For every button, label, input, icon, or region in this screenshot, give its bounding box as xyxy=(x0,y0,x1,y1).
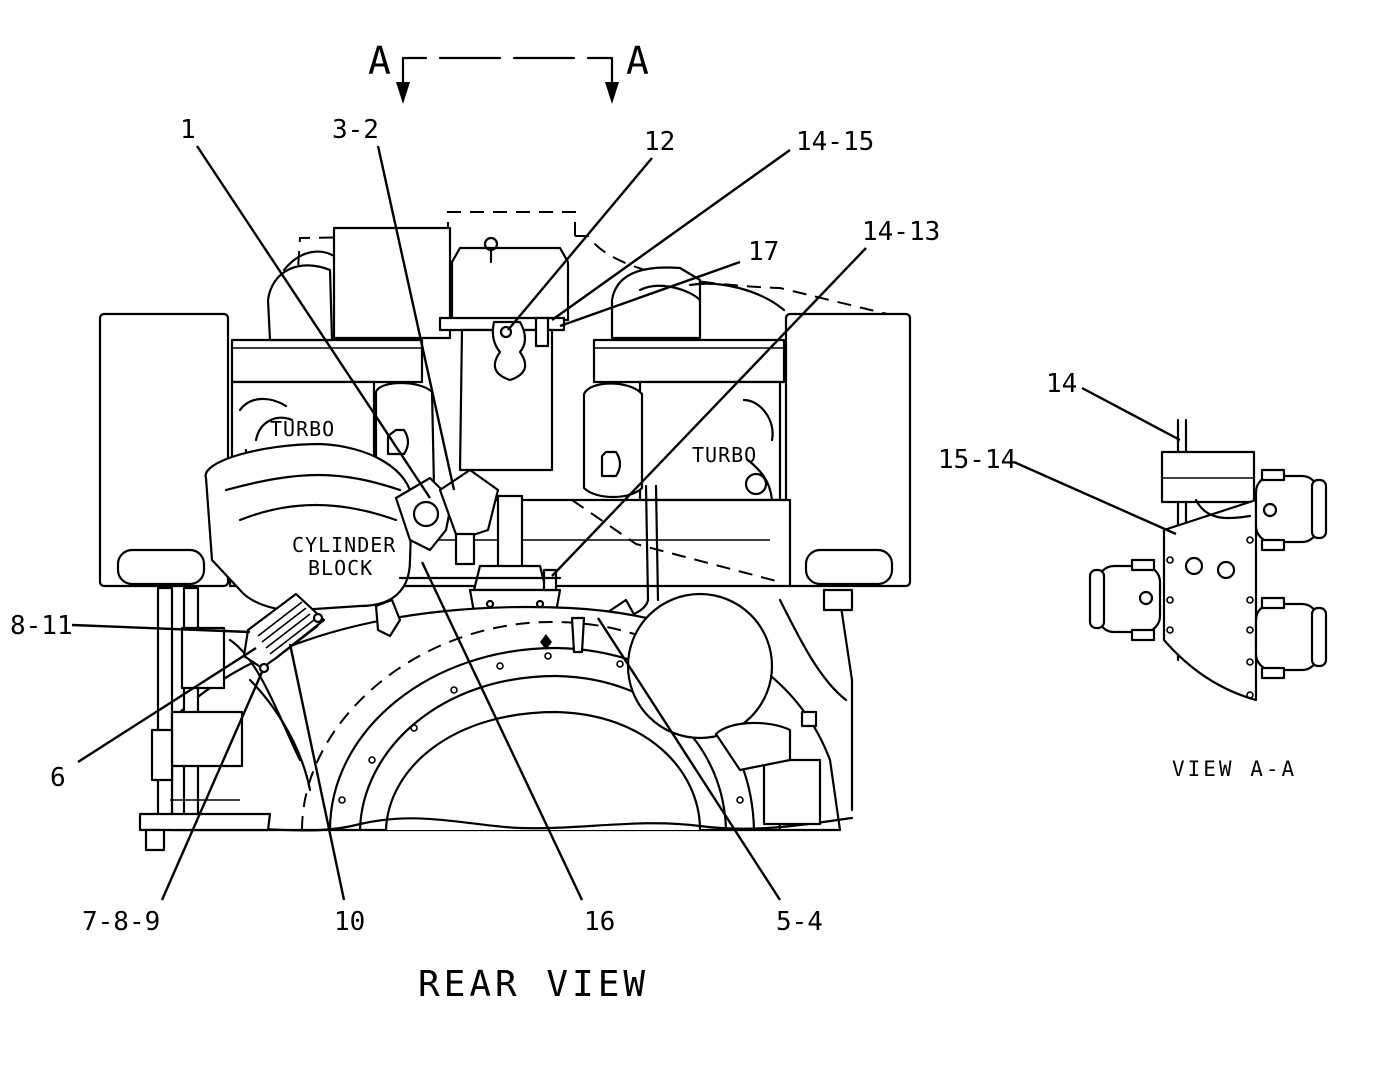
detail-view-title: VIEW A-A xyxy=(1172,757,1297,781)
detail-solenoid-left xyxy=(1088,558,1162,642)
callout-17: 17 xyxy=(748,237,779,267)
detail-view-drawing xyxy=(1088,418,1328,702)
callout-16: 16 xyxy=(584,907,615,937)
turbo-left-label: TURBO xyxy=(270,417,335,441)
leader-lines xyxy=(71,145,867,901)
detail-callout-15-14: 15-14 xyxy=(938,445,1016,475)
callout-6: 6 xyxy=(50,763,66,793)
detail-solenoid-lower xyxy=(1254,596,1328,680)
detail-solenoid-upper xyxy=(1254,468,1328,552)
callout-14-13: 14-13 xyxy=(862,217,940,247)
callout-14-15: 14-15 xyxy=(796,127,874,157)
callout-7-8-9: 7-8-9 xyxy=(82,907,160,937)
section-label-right: A xyxy=(626,39,649,83)
callout-3-2: 3-2 xyxy=(332,115,379,145)
detail-callout-14: 14 xyxy=(1046,369,1077,399)
cylinder-block-label-line1: CYLINDER xyxy=(292,533,396,557)
turbo-right-label: TURBO xyxy=(692,443,757,467)
callout-labels: 1 3-2 12 14-15 17 14-13 8-11 6 7-8-9 10 … xyxy=(10,115,940,937)
cylinder-block-label-line2: BLOCK xyxy=(308,556,373,580)
detail-leader-lines xyxy=(1013,386,1181,536)
callout-1: 1 xyxy=(180,115,196,145)
callout-10: 10 xyxy=(334,907,365,937)
callout-12: 12 xyxy=(644,127,675,157)
main-view-title: REAR VIEW xyxy=(418,964,649,1005)
callout-8-11: 8-11 xyxy=(10,611,73,641)
section-label-left: A xyxy=(368,39,391,83)
engine-rear-view-drawing: TURBO TURBO CYLINDER BLOCK xyxy=(98,211,912,852)
section-cut-marker: A A xyxy=(368,39,649,104)
callout-5-4: 5-4 xyxy=(776,907,823,937)
